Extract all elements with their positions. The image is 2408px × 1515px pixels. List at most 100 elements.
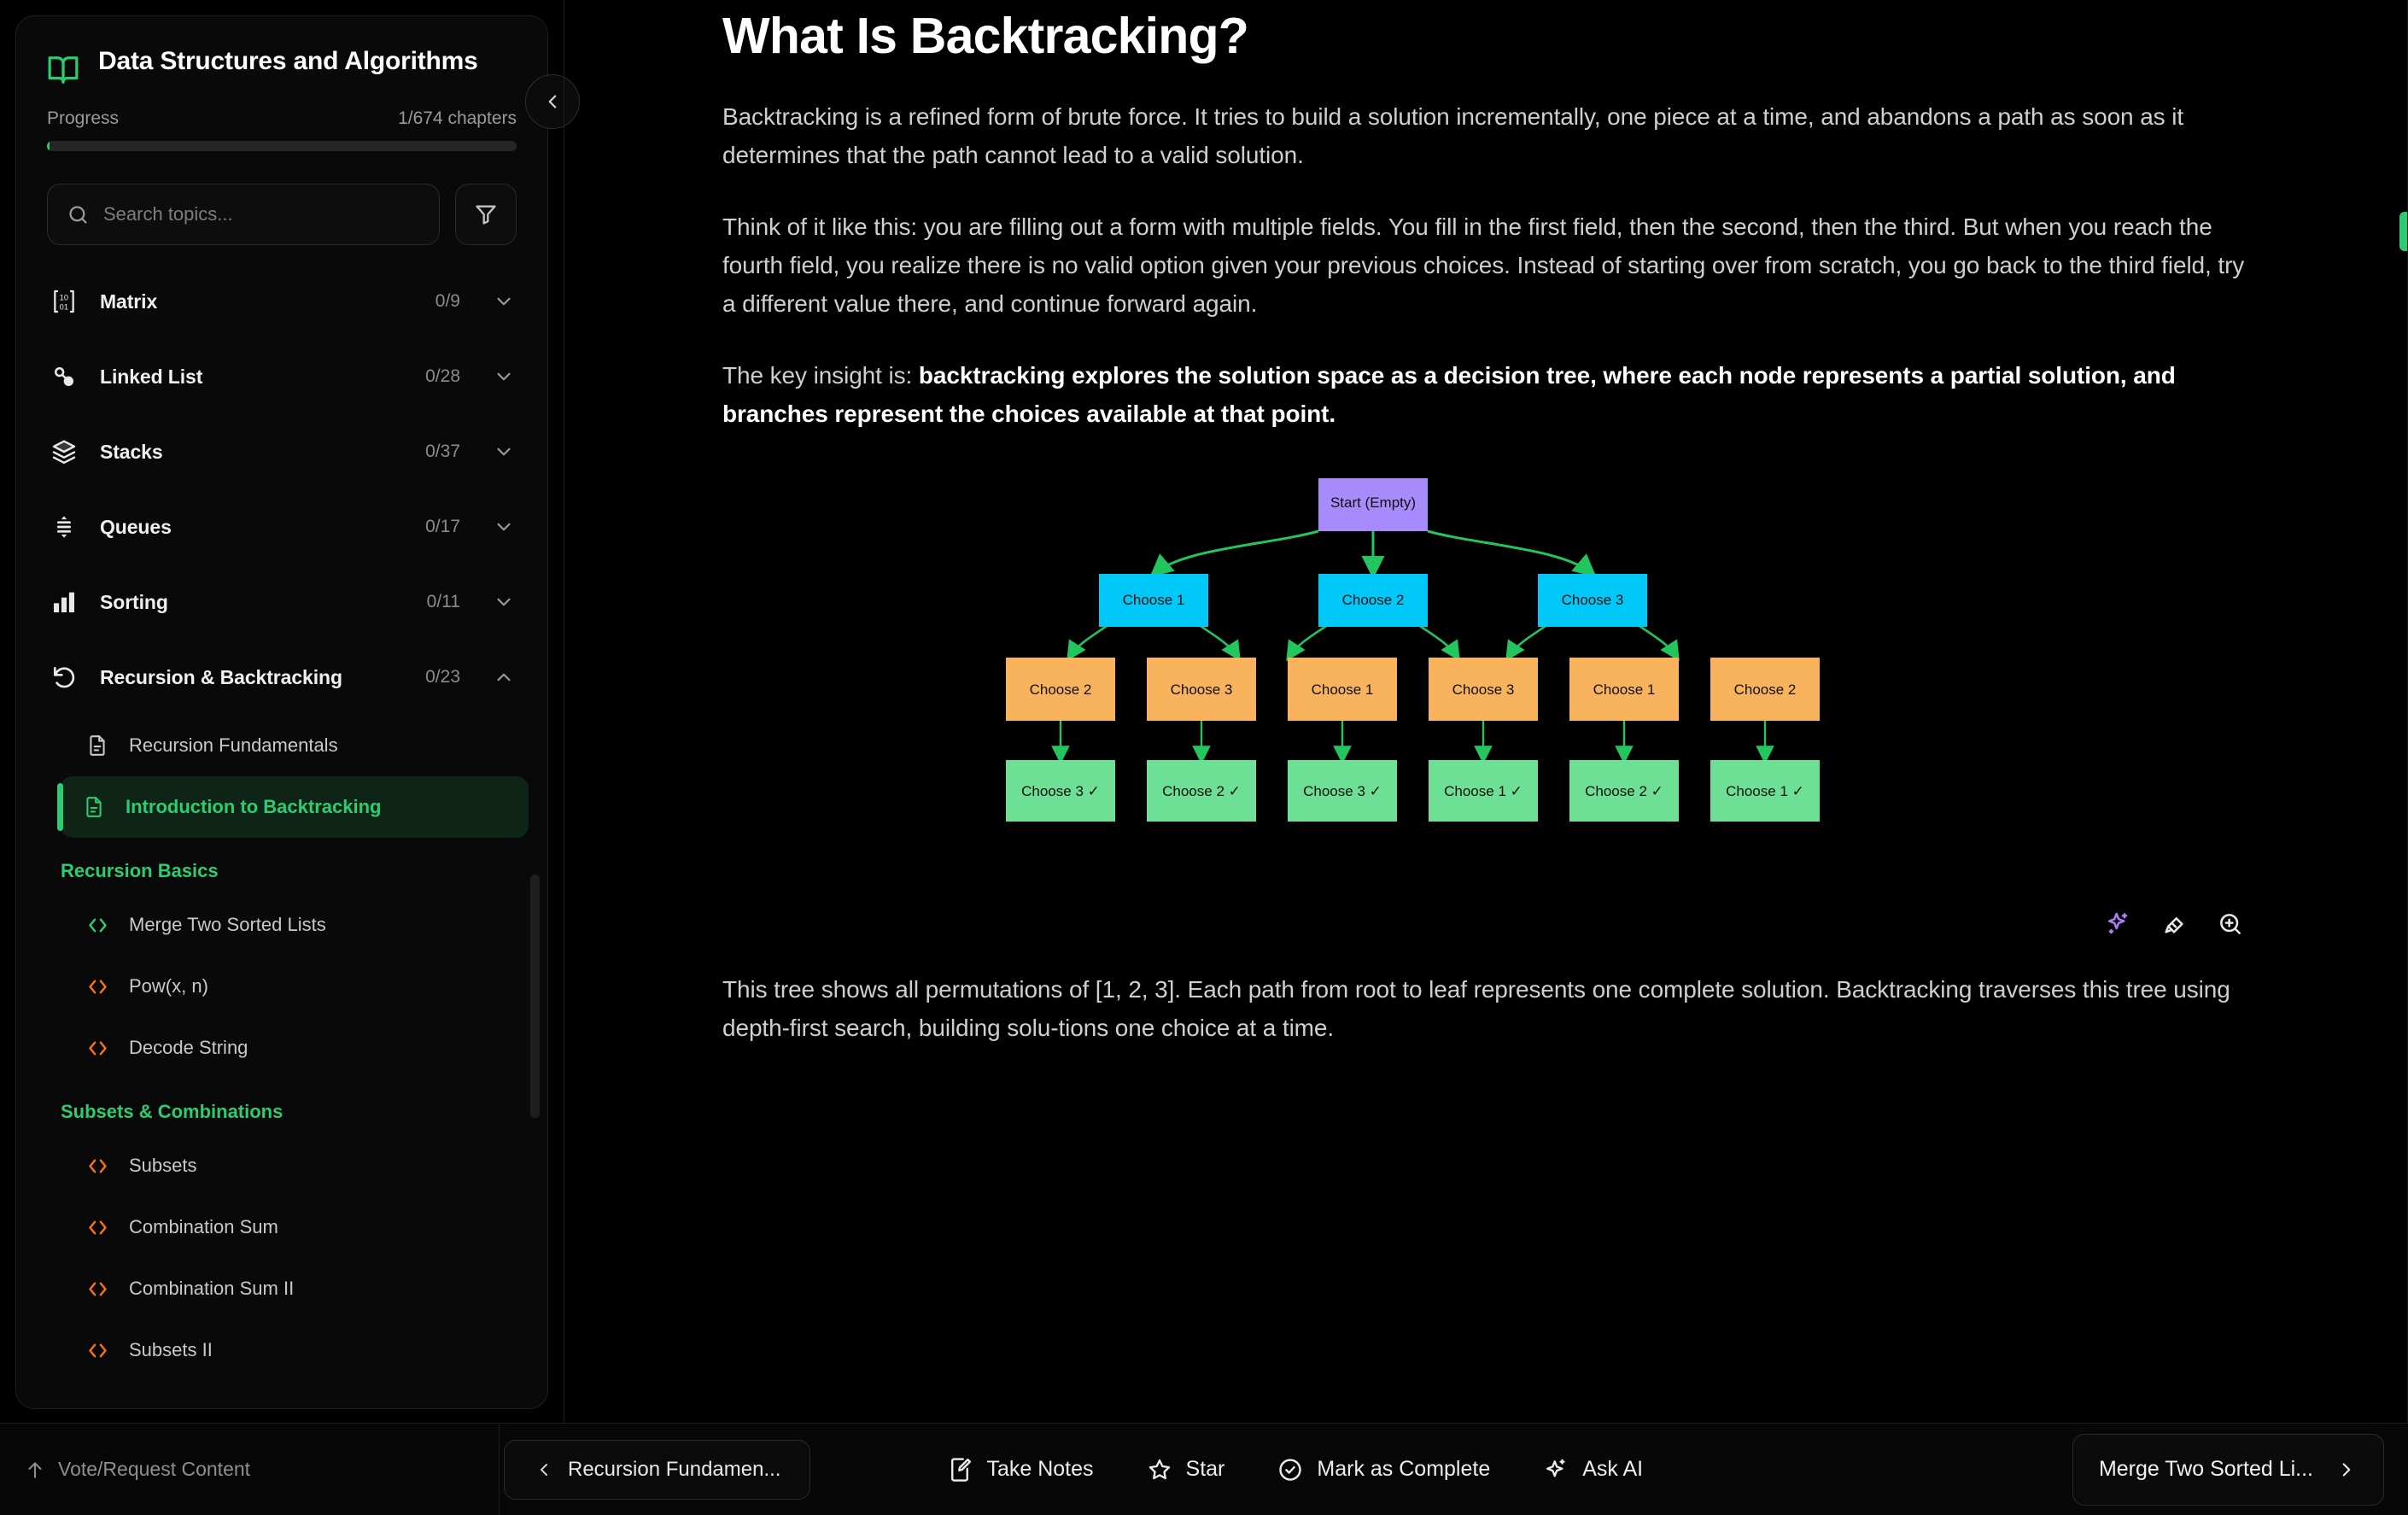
tree-node-label: Choose 3 ✓ xyxy=(1303,783,1382,799)
star-button[interactable]: Star xyxy=(1147,1457,1224,1483)
sidebar-item-queues[interactable]: Queues 0/17 xyxy=(35,489,529,564)
ai-sparkle-icon[interactable] xyxy=(2104,910,2131,938)
sidebar-header: Data Structures and Algorithms Progress … xyxy=(16,16,547,151)
tree-node-label: Choose 1 xyxy=(1312,681,1374,698)
vote-request-content-button[interactable]: Vote/Request Content xyxy=(0,1423,500,1515)
paragraph-3-lead: The key insight is: xyxy=(722,361,919,389)
tree-node: Choose 2 xyxy=(1318,573,1428,627)
topic-label: Stacks xyxy=(100,440,163,463)
sidebar-item-recursion-backtracking[interactable]: Recursion & Backtracking 0/23 xyxy=(35,640,529,715)
recursion-icon xyxy=(47,664,81,691)
code-icon xyxy=(83,914,112,937)
sidebar-collapse-button[interactable] xyxy=(525,74,580,129)
zoom-in-icon[interactable] xyxy=(2217,910,2244,938)
tree-node-label: Choose 1 ✓ xyxy=(1726,783,1804,799)
chevron-left-icon xyxy=(534,1459,554,1480)
sidebar-problem-subsets[interactable]: Subsets xyxy=(64,1135,529,1196)
sidebar-panel: Data Structures and Algorithms Progress … xyxy=(15,15,548,1409)
progress-bar-fill xyxy=(47,141,50,151)
code-icon xyxy=(83,1216,112,1239)
progress-row: Progress 1/674 chapters xyxy=(47,108,517,129)
document-icon xyxy=(79,796,108,818)
chevron-up-icon[interactable] xyxy=(493,666,515,688)
stacks-icon xyxy=(47,438,81,465)
topic-count: 0/23 xyxy=(425,667,460,687)
tree-node: Choose 2 ✓ xyxy=(1147,759,1256,822)
sidebar-item-matrix[interactable]: 10 01 Matrix 0/9 xyxy=(35,264,529,339)
tree-node-label: Choose 3 xyxy=(1562,592,1624,608)
sidebar-item-sorting[interactable]: Sorting 0/11 xyxy=(35,564,529,640)
sidebar-subitem-recursion-fundamentals[interactable]: Recursion Fundamentals xyxy=(64,715,529,776)
topic-count: 0/17 xyxy=(425,517,460,536)
tree-node-label: Start (Empty) xyxy=(1330,494,1416,511)
pen-edit-icon[interactable] xyxy=(2160,910,2188,938)
sidebar-item-linked-list[interactable]: Linked List 0/28 xyxy=(35,339,529,414)
tree-node-root: Start (Empty) xyxy=(1318,477,1428,531)
sidebar-subitem-introduction-to-backtracking[interactable]: Introduction to Backtracking xyxy=(57,776,529,838)
book-icon xyxy=(47,54,79,86)
tree-node: Choose 3 ✓ xyxy=(1006,759,1115,822)
chevron-left-icon xyxy=(541,91,564,113)
sidebar-problem-merge-two-sorted-lists[interactable]: Merge Two Sorted Lists xyxy=(64,894,529,956)
chevron-right-icon xyxy=(2335,1459,2358,1481)
topic-count: 0/9 xyxy=(435,291,460,311)
previous-lesson-label: Recursion Fundamen... xyxy=(568,1457,781,1481)
code-icon xyxy=(83,1278,112,1301)
take-notes-button[interactable]: Take Notes xyxy=(947,1457,1094,1483)
backtracking-decision-tree-diagram[interactable]: Start (Empty) Choose 1 Choose 2 Choose 3 xyxy=(722,477,2249,934)
sorting-icon xyxy=(47,588,81,616)
vote-request-content-label: Vote/Request Content xyxy=(58,1458,251,1480)
tree-svg: Start (Empty) Choose 1 Choose 2 Choose 3 xyxy=(1006,477,1820,822)
tree-node-label: Choose 2 xyxy=(1030,681,1092,698)
mark-as-complete-button[interactable]: Mark as Complete xyxy=(1277,1457,1490,1483)
chevron-down-icon[interactable] xyxy=(493,516,515,538)
sidebar: Data Structures and Algorithms Progress … xyxy=(0,0,580,1515)
sidebar-problem-combination-sum-ii[interactable]: Combination Sum II xyxy=(64,1258,529,1319)
next-lesson-label: Merge Two Sorted Li... xyxy=(2098,1457,2313,1481)
sidebar-problem-combination-sum[interactable]: Combination Sum xyxy=(64,1196,529,1258)
tree-node: Choose 1 xyxy=(1288,657,1397,721)
code-icon xyxy=(83,1339,112,1362)
arrow-up-icon xyxy=(24,1459,46,1481)
tree-node: Choose 1 ✓ xyxy=(1429,759,1538,822)
sidebar-scrollbar[interactable] xyxy=(530,874,540,1118)
paragraph-3: The key insight is: backtracking explore… xyxy=(722,356,2249,434)
ask-ai-button[interactable]: Ask AI xyxy=(1543,1457,1643,1483)
tree-node-label: Choose 3 xyxy=(1452,681,1515,698)
tree-node: Choose 3 xyxy=(1429,657,1538,721)
filter-button[interactable] xyxy=(455,184,517,245)
sidebar-problem-label: Subsets II xyxy=(129,1339,213,1360)
previous-lesson-button[interactable]: Recursion Fundamen... xyxy=(504,1439,811,1500)
take-notes-label: Take Notes xyxy=(986,1457,1094,1481)
sidebar-problem-decode-string[interactable]: Decode String xyxy=(64,1017,529,1079)
tree-node-label: Choose 3 xyxy=(1171,681,1233,698)
search-input[interactable]: Search topics... xyxy=(47,184,440,245)
topic-count: 0/11 xyxy=(426,592,460,611)
chevron-down-icon[interactable] xyxy=(493,441,515,463)
tree-node: Choose 3 xyxy=(1147,657,1256,721)
sidebar-title-row: Data Structures and Algorithms xyxy=(47,45,517,86)
sidebar-group-recursion-basics: Recursion Basics xyxy=(61,860,219,881)
tree-node-label: Choose 1 xyxy=(1123,592,1185,608)
main-content: What Is Backtracking? Backtracking is a … xyxy=(564,0,2408,1515)
sidebar-problem-label: Combination Sum xyxy=(129,1216,278,1237)
tree-node-label: Choose 3 ✓ xyxy=(1021,783,1100,799)
code-icon xyxy=(83,1037,112,1060)
check-circle-icon xyxy=(1277,1457,1303,1483)
right-edge-handle[interactable] xyxy=(2399,212,2407,251)
next-lesson-button[interactable]: Merge Two Sorted Li... xyxy=(2072,1433,2384,1506)
matrix-icon: 10 01 xyxy=(47,288,81,315)
paragraph-4: This tree shows all permutations of [1, … xyxy=(722,975,2230,1041)
sidebar-problem-subsets-ii[interactable]: Subsets II xyxy=(64,1319,529,1381)
chevron-down-icon[interactable] xyxy=(493,591,515,613)
sidebar-problem-pow[interactable]: Pow(x, n) xyxy=(64,956,529,1017)
tree-node-label: Choose 1 xyxy=(1593,681,1656,698)
chevron-down-icon[interactable] xyxy=(493,290,515,313)
tree-node: Choose 1 xyxy=(1099,573,1208,627)
mark-as-complete-label: Mark as Complete xyxy=(1317,1457,1491,1481)
sidebar-subitem-label: Recursion Fundamentals xyxy=(129,734,338,756)
chevron-down-icon[interactable] xyxy=(493,366,515,388)
notes-icon xyxy=(947,1457,973,1483)
sidebar-item-stacks[interactable]: Stacks 0/37 xyxy=(35,414,529,489)
